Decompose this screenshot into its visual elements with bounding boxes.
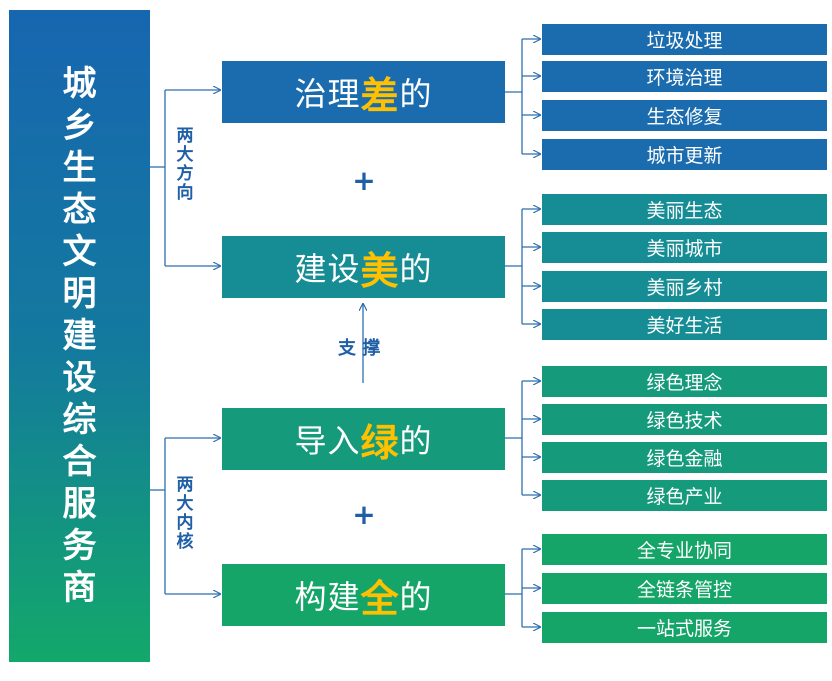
- title-char: 合: [62, 442, 97, 482]
- branch-label-cores: 两大内核: [176, 475, 194, 552]
- sub-item: 美好生活: [542, 309, 827, 340]
- title-char: 乡: [62, 106, 97, 146]
- branch-label-directions: 两大方向: [176, 126, 194, 203]
- sub-item: 美丽乡村: [542, 271, 827, 302]
- sub-item: 绿色产业: [542, 480, 827, 511]
- sub-item: 绿色金融: [542, 442, 827, 473]
- sub-item: 城市更新: [542, 139, 827, 170]
- title-char: 态: [62, 190, 97, 230]
- box-govern-poor: 治理差的: [222, 61, 505, 123]
- title-char: 综: [62, 400, 97, 440]
- title-char: 务: [62, 526, 97, 566]
- sub-item: 生态修复: [542, 100, 827, 131]
- sub-item: 环境治理: [542, 61, 827, 92]
- sub-item: 全专业协同: [542, 534, 827, 565]
- sub-item: 美丽城市: [542, 232, 827, 263]
- title-char: 建: [62, 316, 97, 356]
- box-construct-complete: 构建全的: [222, 564, 505, 626]
- plus-sign: +: [352, 498, 376, 531]
- box-introduce-green: 导入绿的: [222, 408, 505, 470]
- title-char: 生: [62, 148, 97, 188]
- plus-sign: +: [352, 164, 376, 197]
- sub-item: 美丽生态: [542, 194, 827, 225]
- box-build-beautiful: 建设美的: [222, 236, 505, 298]
- sub-item: 垃圾处理: [542, 24, 827, 55]
- support-label: 支 撑: [338, 338, 381, 359]
- sub-item: 一站式服务: [542, 612, 827, 643]
- sub-item: 绿色技术: [542, 404, 827, 435]
- sub-item: 全链条管控: [542, 573, 827, 604]
- title-char: 城: [62, 64, 97, 104]
- left-title-bar: 城 乡 生 态 文 明 建 设 综 合 服 务 商: [9, 10, 150, 662]
- title-char: 商: [62, 568, 97, 608]
- title-char: 设: [62, 358, 97, 398]
- title-char: 文: [62, 232, 97, 272]
- sub-item: 绿色理念: [542, 366, 827, 397]
- title-char: 服: [62, 484, 97, 524]
- title-char: 明: [62, 274, 97, 314]
